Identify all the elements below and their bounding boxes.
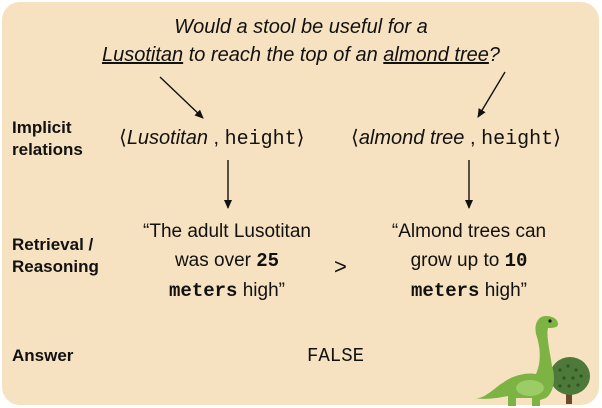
relation-tuple-almond-tree: ⟨almond tree , height⟩ — [351, 127, 561, 151]
retrieval-quote-almond-tree: “Almond trees can grow up to 10 meters h… — [391, 221, 547, 302]
entity-lusotitan: Lusotitan — [101, 44, 184, 66]
arrow-question-to-lusotitan-relation — [159, 76, 204, 119]
question-line-2: Lusotitan to reach the top of an almond … — [101, 44, 501, 66]
answer-value: FALSE — [307, 345, 365, 367]
relation-tuple-lusotitan: ⟨Lusotitan , height⟩ — [119, 127, 305, 151]
entity-almond-tree: almond tree — [383, 44, 489, 66]
arrow-question-to-almond-relation — [477, 71, 506, 118]
row-label-answer: Answer — [12, 346, 74, 365]
row-label-retrieval-reasoning: Retrieval /Reasoning — [12, 235, 99, 276]
question-line-1: Would a stool be useful for a — [174, 16, 428, 38]
comparison-operator: > — [334, 254, 347, 279]
diagram-card — [2, 2, 599, 405]
retrieval-quote-lusotitan: “The adult Lusotitan was over 25 meters … — [143, 221, 311, 302]
dinosaur-tree-illustration — [474, 316, 590, 406]
